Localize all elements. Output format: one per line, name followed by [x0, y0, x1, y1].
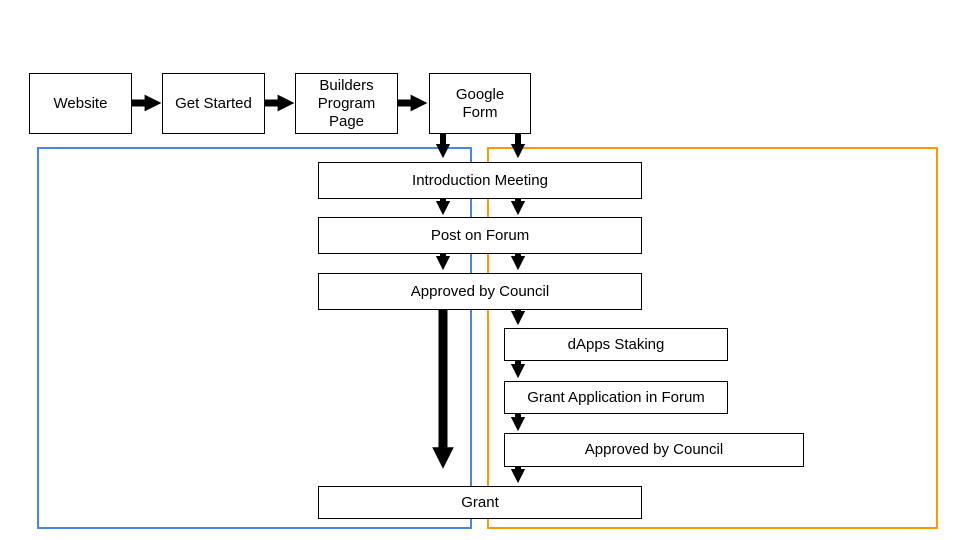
approved-by-council-2-step: Approved by Council: [504, 433, 804, 467]
website-step: Website: [29, 73, 132, 134]
dapps-staking-step: dApps Staking: [504, 328, 728, 361]
google-form-step: Google Form: [429, 73, 531, 134]
approved-by-council-step: Approved by Council: [318, 273, 642, 310]
left-track-region: [37, 147, 472, 529]
post-on-forum-step: Post on Forum: [318, 217, 642, 254]
grant-step: Grant: [318, 486, 642, 519]
get-started-step: Get Started: [162, 73, 265, 134]
right-track-region: [487, 147, 938, 529]
introduction-meeting-step: Introduction Meeting: [318, 162, 642, 199]
grant-application-in-forum-step: Grant Application in Forum: [504, 381, 728, 414]
builders-program-page-step: Builders Program Page: [295, 73, 398, 134]
